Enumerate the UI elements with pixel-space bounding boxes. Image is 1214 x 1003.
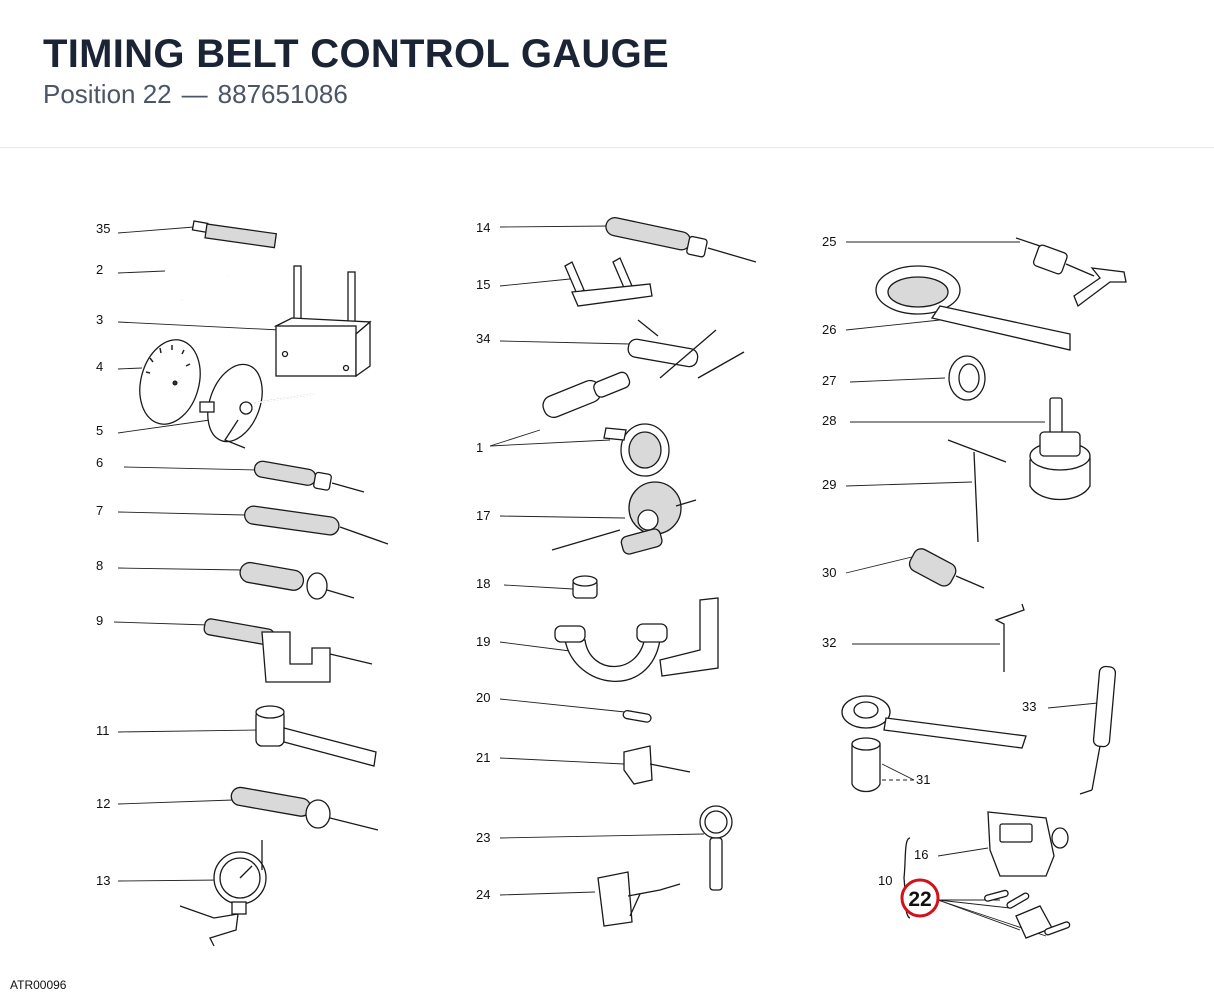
callout-18: 18 xyxy=(476,576,490,591)
page-header: TIMING BELT CONTROL GAUGE Position 22 — 88… xyxy=(0,0,1214,148)
callout-14: 14 xyxy=(476,220,490,235)
part-30[interactable]: 30 xyxy=(822,546,985,589)
callout-19: 19 xyxy=(476,634,490,649)
part-33[interactable]: 33 xyxy=(1022,665,1117,795)
callout-24: 24 xyxy=(476,887,490,902)
part-20[interactable]: 20 xyxy=(476,690,652,723)
part-35[interactable]: 35 xyxy=(96,220,278,249)
callout-9: 9 xyxy=(96,613,103,628)
part-29[interactable]: 29 xyxy=(822,439,1007,543)
part-32[interactable]: 32 xyxy=(822,603,1025,672)
callout-6: 6 xyxy=(96,455,103,470)
callout-22: 22 xyxy=(908,888,931,911)
part-27[interactable]: 27 xyxy=(822,355,986,401)
callout-13: 13 xyxy=(96,873,110,888)
callout-1: 1 xyxy=(476,440,483,455)
callout-28: 28 xyxy=(822,413,836,428)
part-21[interactable]: 21 xyxy=(476,745,691,785)
callout-4: 4 xyxy=(96,359,103,374)
part-17[interactable]: 17 xyxy=(476,481,697,555)
part-34[interactable]: 34 xyxy=(476,319,745,379)
callout-25: 25 xyxy=(822,234,836,249)
part-13[interactable]: 13 xyxy=(96,840,267,947)
callout-10: 10 xyxy=(878,873,892,888)
position-label: Position 22 xyxy=(43,79,172,109)
part-5[interactable]: 5 xyxy=(96,357,315,449)
drawing-code: ATR00096 xyxy=(10,978,67,992)
part-31[interactable]: 31 xyxy=(841,695,1027,793)
part-23[interactable]: 23 xyxy=(476,805,733,891)
callout-20: 20 xyxy=(476,690,490,705)
part-11[interactable]: 11 xyxy=(96,705,377,767)
part-3[interactable]: 3 xyxy=(96,265,372,378)
part-9[interactable]: 9 xyxy=(96,613,373,683)
part-1[interactable]: 1 xyxy=(476,371,670,477)
part-22[interactable]: 22 xyxy=(900,878,1071,939)
callout-2: 2 xyxy=(96,262,103,277)
part-28[interactable]: 28 xyxy=(822,397,1091,501)
part-16[interactable]: 16 xyxy=(914,811,1069,877)
part-4[interactable]: 4 xyxy=(96,333,209,431)
callout-32: 32 xyxy=(822,635,836,650)
callout-15: 15 xyxy=(476,277,490,292)
callout-29: 29 xyxy=(822,477,836,492)
part-12[interactable]: 12 xyxy=(96,786,379,831)
subtitle-separator: — xyxy=(181,79,208,109)
callout-31: 31 xyxy=(916,772,930,787)
highlight-ring xyxy=(900,878,940,918)
callout-8: 8 xyxy=(96,558,103,573)
callout-7: 7 xyxy=(96,503,103,518)
callout-16: 16 xyxy=(914,847,928,862)
part-2[interactable]: 2 xyxy=(96,254,229,301)
part-25[interactable]: 25 xyxy=(822,234,1127,308)
callout-33: 33 xyxy=(1022,699,1036,714)
callout-5: 5 xyxy=(96,423,103,438)
part-18[interactable]: 18 xyxy=(476,575,598,599)
part-26[interactable]: 26 xyxy=(822,265,1071,351)
part-8[interactable]: 8 xyxy=(96,558,355,600)
part-15[interactable]: 15 xyxy=(476,257,653,307)
callout-21: 21 xyxy=(476,750,490,765)
part-14[interactable]: 14 xyxy=(476,216,757,263)
page-title: TIMING BELT CONTROL GAUGE xyxy=(43,32,669,76)
callout-3: 3 xyxy=(96,312,103,327)
callout-23: 23 xyxy=(476,830,490,845)
callout-34: 34 xyxy=(476,331,490,346)
part-19[interactable]: 19 xyxy=(476,597,719,682)
page-subtitle: Position 22 — 887651086 xyxy=(43,78,348,110)
callout-27: 27 xyxy=(822,373,836,388)
part-24[interactable]: 24 xyxy=(476,871,681,927)
part-7[interactable]: 7 xyxy=(96,503,389,545)
callout-30: 30 xyxy=(822,565,836,580)
part-number: 887651086 xyxy=(217,79,348,109)
part-6[interactable]: 6 xyxy=(96,455,365,493)
callout-35: 35 xyxy=(96,221,110,236)
callout-17: 17 xyxy=(476,508,490,523)
callout-26: 26 xyxy=(822,322,836,337)
callout-11: 11 xyxy=(96,723,110,738)
callout-12: 12 xyxy=(96,796,110,811)
